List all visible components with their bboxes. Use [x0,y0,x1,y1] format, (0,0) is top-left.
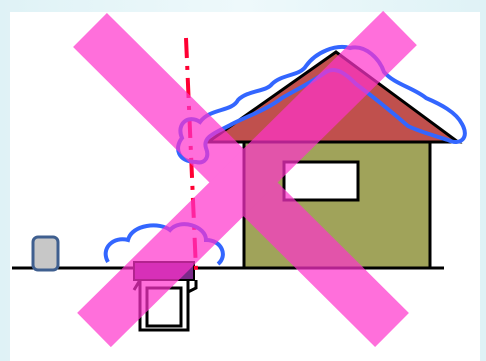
meter-box [33,237,58,270]
house-window [284,162,358,200]
